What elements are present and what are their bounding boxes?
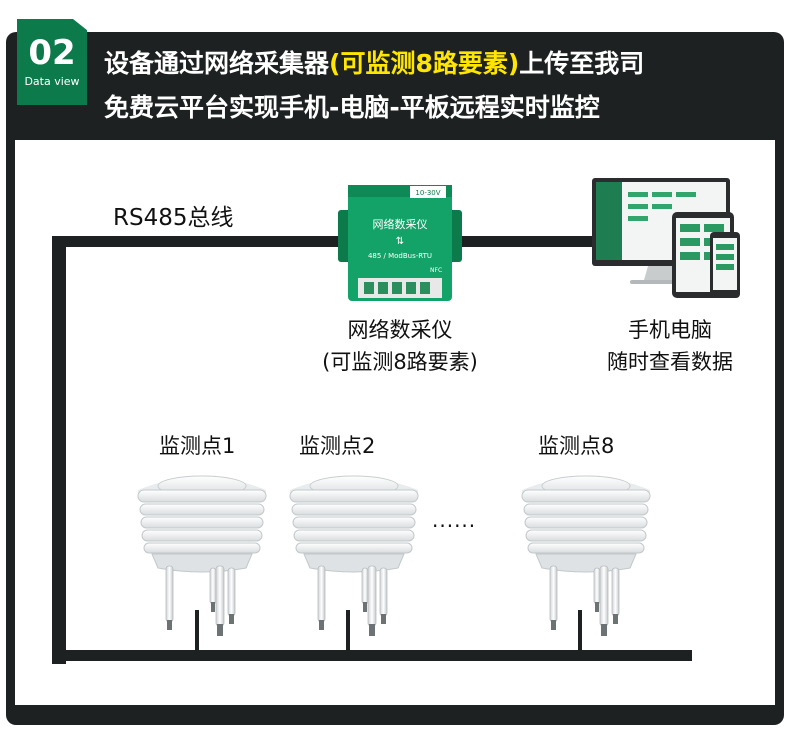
step-badge: 02 Data view bbox=[17, 19, 87, 105]
point-label-8: 监测点8 bbox=[538, 434, 615, 458]
device-title: 网络数采仪 bbox=[373, 217, 428, 231]
device-nfc: NFC bbox=[430, 267, 442, 274]
monitor-tablet-phone bbox=[592, 178, 740, 298]
device-protocol: 485 / ModBus-RTU bbox=[368, 252, 432, 260]
point-label-2: 监测点2 bbox=[299, 434, 376, 458]
rs485-bus bbox=[52, 236, 692, 664]
point-label-1: 监测点1 bbox=[159, 434, 236, 458]
device-voltage: 10-30V bbox=[415, 189, 440, 197]
collector-label-line1: 网络数采仪 bbox=[347, 318, 453, 342]
client-label-line2: 随时查看数据 bbox=[607, 350, 733, 374]
badge-number: 02 bbox=[28, 33, 76, 73]
bus-label: RS485总线 bbox=[113, 205, 234, 231]
ellipsis: ...... bbox=[432, 508, 477, 532]
sensor-point-2 bbox=[289, 475, 419, 637]
badge-subtitle: Data view bbox=[24, 75, 80, 88]
header-line-1: 设备通过网络采集器(可监测8路要素)上传至我司 bbox=[104, 44, 644, 80]
header-text: 设备通过网络采集器 bbox=[104, 49, 330, 78]
svg-text:⇅: ⇅ bbox=[396, 236, 404, 247]
network-collector-device: 10-30V 网络数采仪 ⇅ 485 / ModBus-RTU NFC bbox=[338, 185, 462, 301]
sensor-point-8 bbox=[521, 475, 651, 637]
sensor-point-1 bbox=[137, 475, 267, 637]
header-text-tail: 上传至我司 bbox=[519, 49, 645, 78]
client-label-line1: 手机电脑 bbox=[628, 318, 712, 342]
header-line-2: 免费云平台实现手机-电脑-平板远程实时监控 bbox=[104, 93, 600, 122]
collector-label-line2: (可监测8路要素) bbox=[322, 350, 478, 374]
header-highlight: (可监测8路要素) bbox=[329, 49, 520, 78]
